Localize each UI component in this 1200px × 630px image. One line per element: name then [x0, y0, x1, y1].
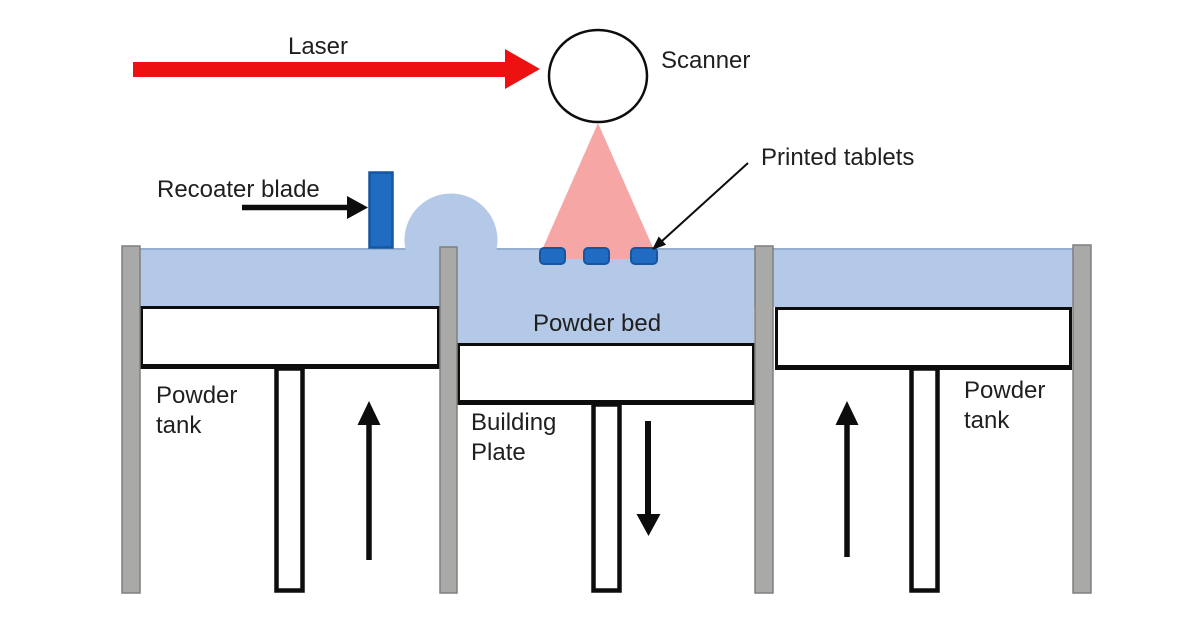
- printed-tablet: [630, 247, 658, 265]
- recoater-blade-label: Recoater blade: [157, 176, 320, 203]
- powder-tank-right-label: Powder tank: [964, 377, 1046, 434]
- powder-bed-label: Powder bed: [532, 310, 662, 337]
- recoater-blade-shape: [368, 171, 394, 249]
- powder-tank-left-label: Powder tank: [156, 382, 238, 439]
- piston-up-arrow-left-head: [357, 401, 381, 425]
- tablets-pointer-line: [661, 162, 749, 242]
- piston-down-arrow-center-head: [636, 514, 661, 536]
- printed-tablet: [539, 247, 566, 265]
- recoater-arrow-head: [347, 196, 368, 219]
- powder-tank-plate-right: [775, 307, 1072, 369]
- printed-tablet: [583, 247, 610, 265]
- powder-bed-shape: [138, 248, 1075, 343]
- building-plate-label: Building Plate: [471, 409, 557, 466]
- laser-arrow: [133, 49, 540, 89]
- piston-up-arrow-right-head: [835, 401, 859, 425]
- tank-wall-outer-right: [1072, 244, 1092, 594]
- laser-label: Laser: [287, 33, 349, 60]
- tank-wall-outer-left: [121, 245, 141, 594]
- piston-rod-right: [909, 366, 940, 593]
- printed-tablets-label: Printed tablets: [761, 144, 915, 171]
- powder-tank-plate-left: [140, 306, 440, 368]
- tablets-pointer-head: [652, 236, 667, 250]
- powder-mound: [404, 193, 498, 287]
- building-plate-shape: [457, 343, 755, 404]
- scanner-label: Scanner: [661, 47, 751, 74]
- scanner-circle: [547, 28, 649, 124]
- tank-wall-center-left: [439, 246, 458, 594]
- piston-rod-left: [274, 366, 305, 593]
- tank-wall-center-right: [754, 245, 774, 594]
- laser-beam-triangle: [538, 123, 658, 259]
- piston-rod-center: [591, 402, 622, 593]
